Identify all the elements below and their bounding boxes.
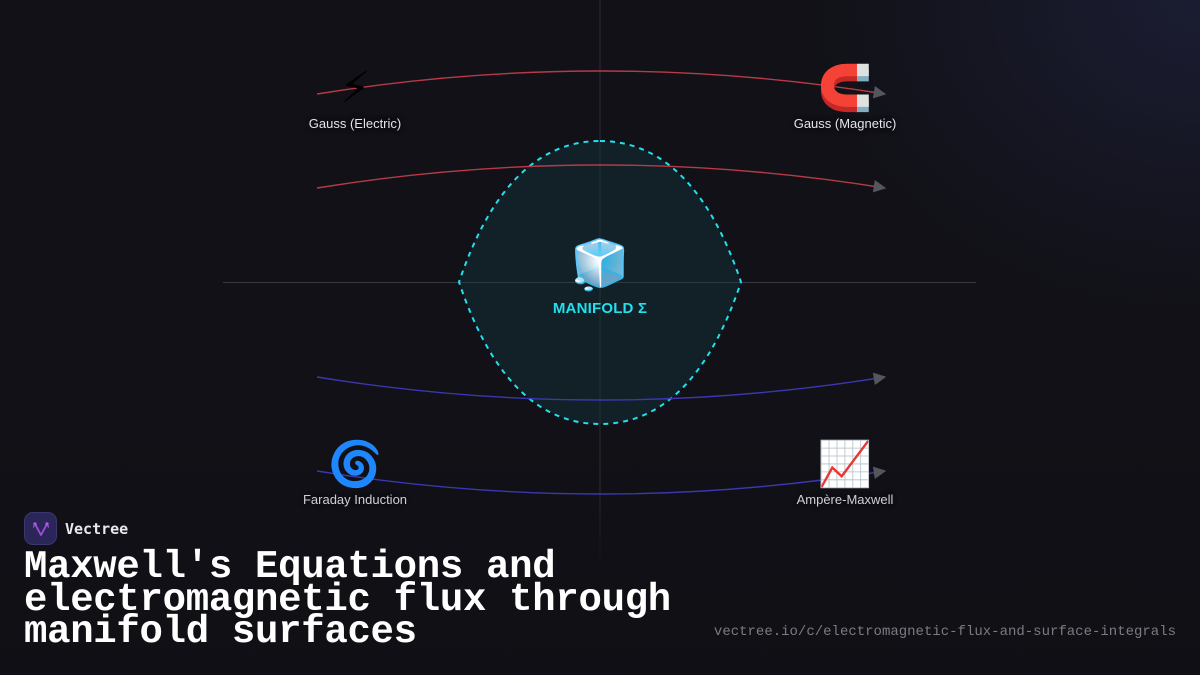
- flux-line-magnetic-1: [316, 372, 887, 401]
- lightning-icon: ⚡: [339, 63, 371, 114]
- node-gauss-electric[interactable]: ⚡ Gauss (Electric): [308, 63, 402, 132]
- node-ampere-maxwell[interactable]: 📈 Ampère-Maxwell: [796, 439, 894, 508]
- page-title: Maxwell's Equations and electromagnetic …: [24, 545, 671, 654]
- flux-line-magnetic-2: [316, 466, 887, 495]
- node-label: Ampère-Maxwell: [796, 492, 894, 507]
- vertical-axis: [599, 0, 601, 570]
- node-gauss-magnetic[interactable]: 🧲 Gauss (Magnetic): [793, 63, 897, 132]
- node-label: Faraday Induction: [302, 492, 408, 507]
- brand-name: Vectree: [65, 519, 129, 538]
- cyclone-icon: 🌀: [327, 439, 383, 490]
- flux-line-electric-1: [316, 70, 887, 99]
- manifold-label: MANIFOLD Σ: [552, 300, 648, 317]
- flux-line-electric-2: [316, 164, 887, 193]
- page-url[interactable]: vectree.io/c/electromagnetic-flux-and-su…: [713, 624, 1176, 640]
- node-label: Gauss (Magnetic): [793, 116, 897, 131]
- node-manifold[interactable]: 🧊 MANIFOLD Σ: [553, 236, 647, 317]
- node-faraday-induction[interactable]: 🌀 Faraday Induction: [302, 439, 408, 508]
- vectree-logo-icon: [24, 512, 57, 545]
- chart-increasing-icon: 📈: [817, 439, 873, 490]
- ice-cube-icon: 🧊: [570, 237, 630, 293]
- brand: Vectree: [24, 512, 128, 545]
- manifold-surface: [457, 139, 743, 426]
- node-label: Gauss (Electric): [308, 116, 402, 131]
- magnet-icon: 🧲: [817, 63, 873, 114]
